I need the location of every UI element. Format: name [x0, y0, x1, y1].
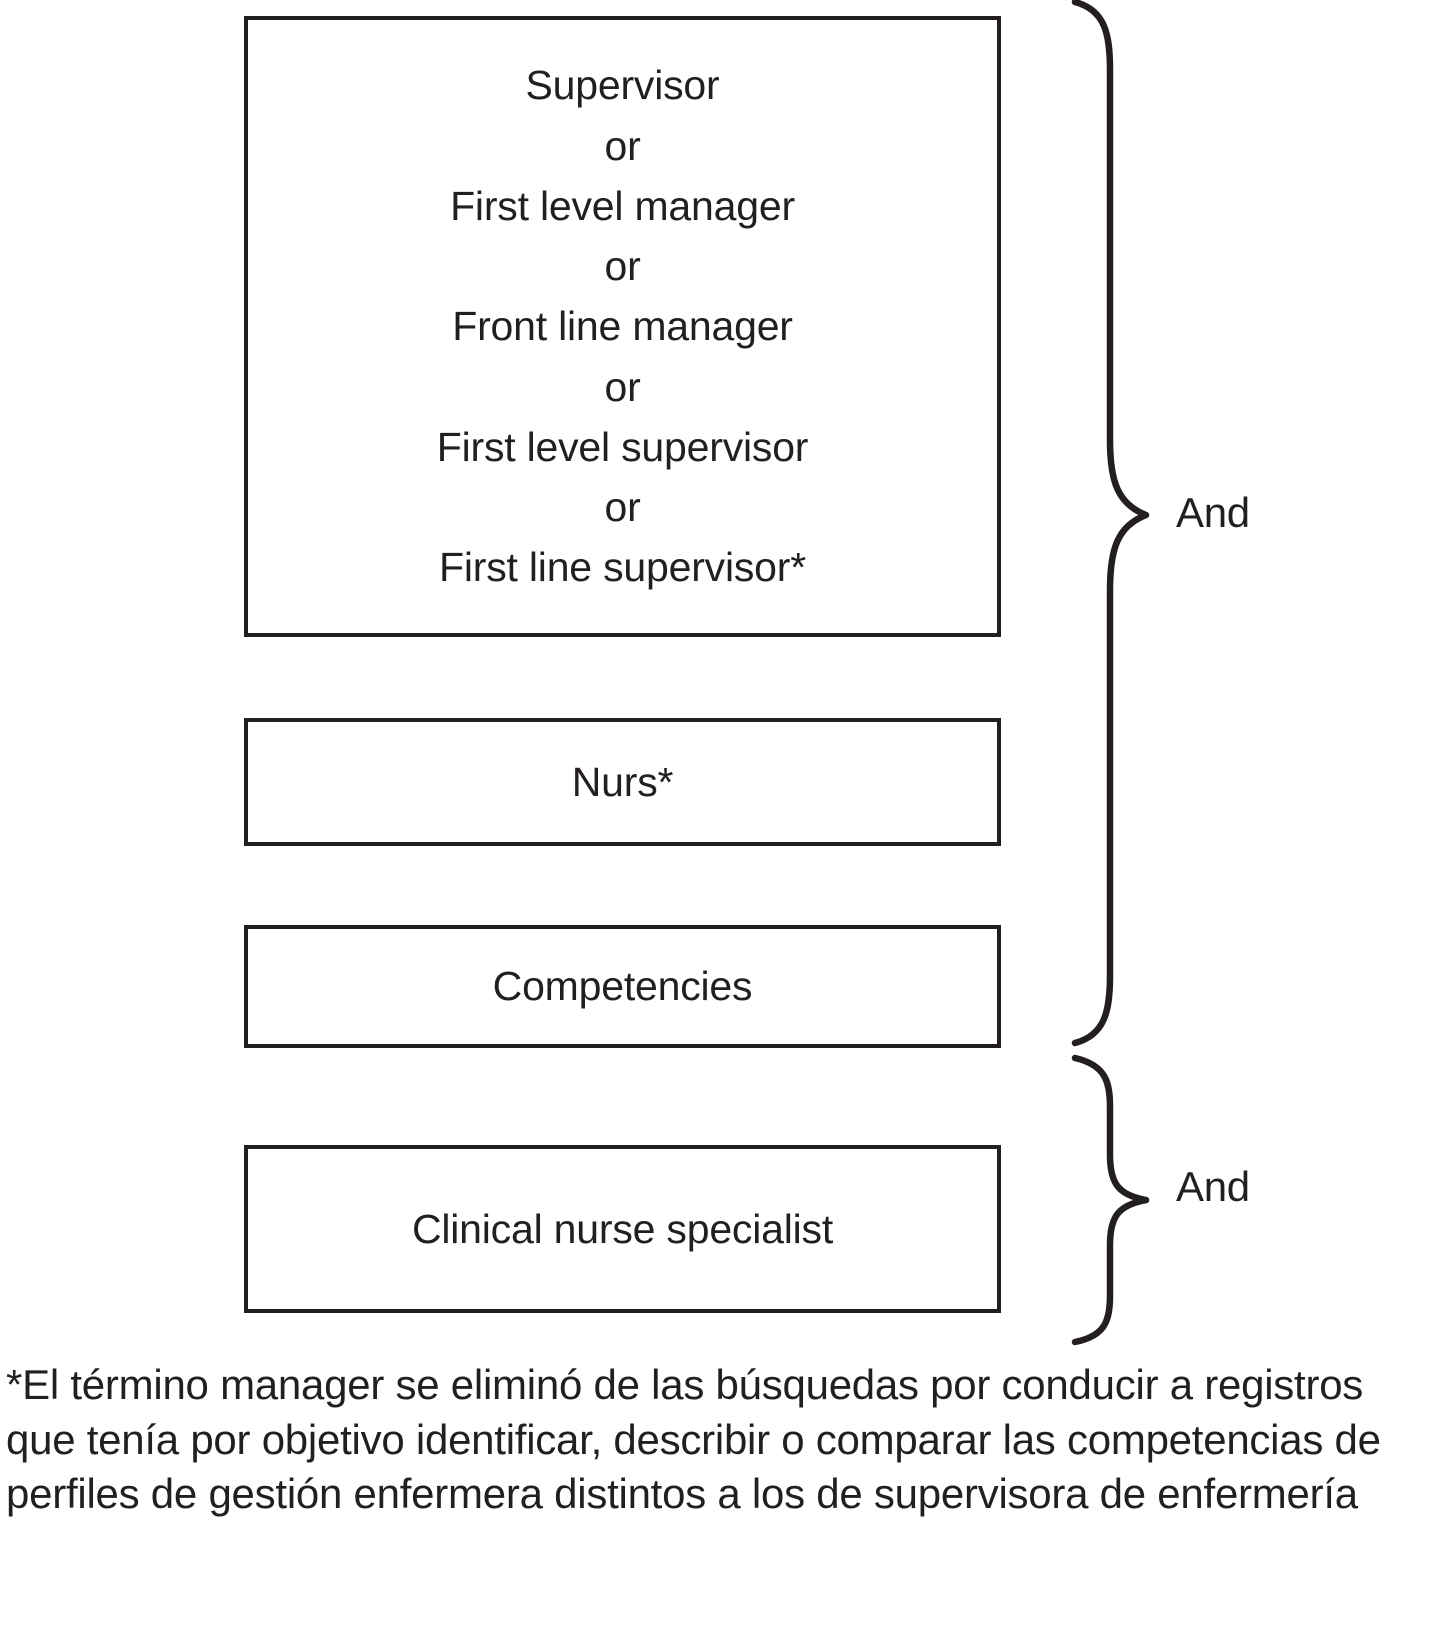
- figure-footnote: *El término manager se eliminó de las bú…: [6, 1361, 1381, 1518]
- curly-brace-icon-upper: [1071, 0, 1150, 1047]
- curly-brace-icon-lower: [1071, 1054, 1150, 1346]
- criteria-box-competencies-term: Competencies: [244, 925, 1001, 1048]
- criteria-box-nurs-term-label: Nurs*: [571, 758, 674, 805]
- connector-label-and-upper: And: [1176, 489, 1250, 536]
- criteria-box-role-terms: Supervisor or First level manager or Fro…: [244, 16, 1001, 637]
- criteria-box-clinical-nurse-specialist-term: Clinical nurse specialist: [244, 1145, 1001, 1313]
- criteria-box-clinical-nurse-specialist-term-label: Clinical nurse specialist: [411, 1205, 834, 1252]
- criteria-box-nurs-term: Nurs*: [244, 718, 1001, 846]
- connector-label-and-lower: And: [1176, 1163, 1250, 1210]
- criteria-box-competencies-term-label: Competencies: [492, 963, 753, 1010]
- criteria-box-role-terms-label: Supervisor or First level manager or Fro…: [436, 62, 809, 591]
